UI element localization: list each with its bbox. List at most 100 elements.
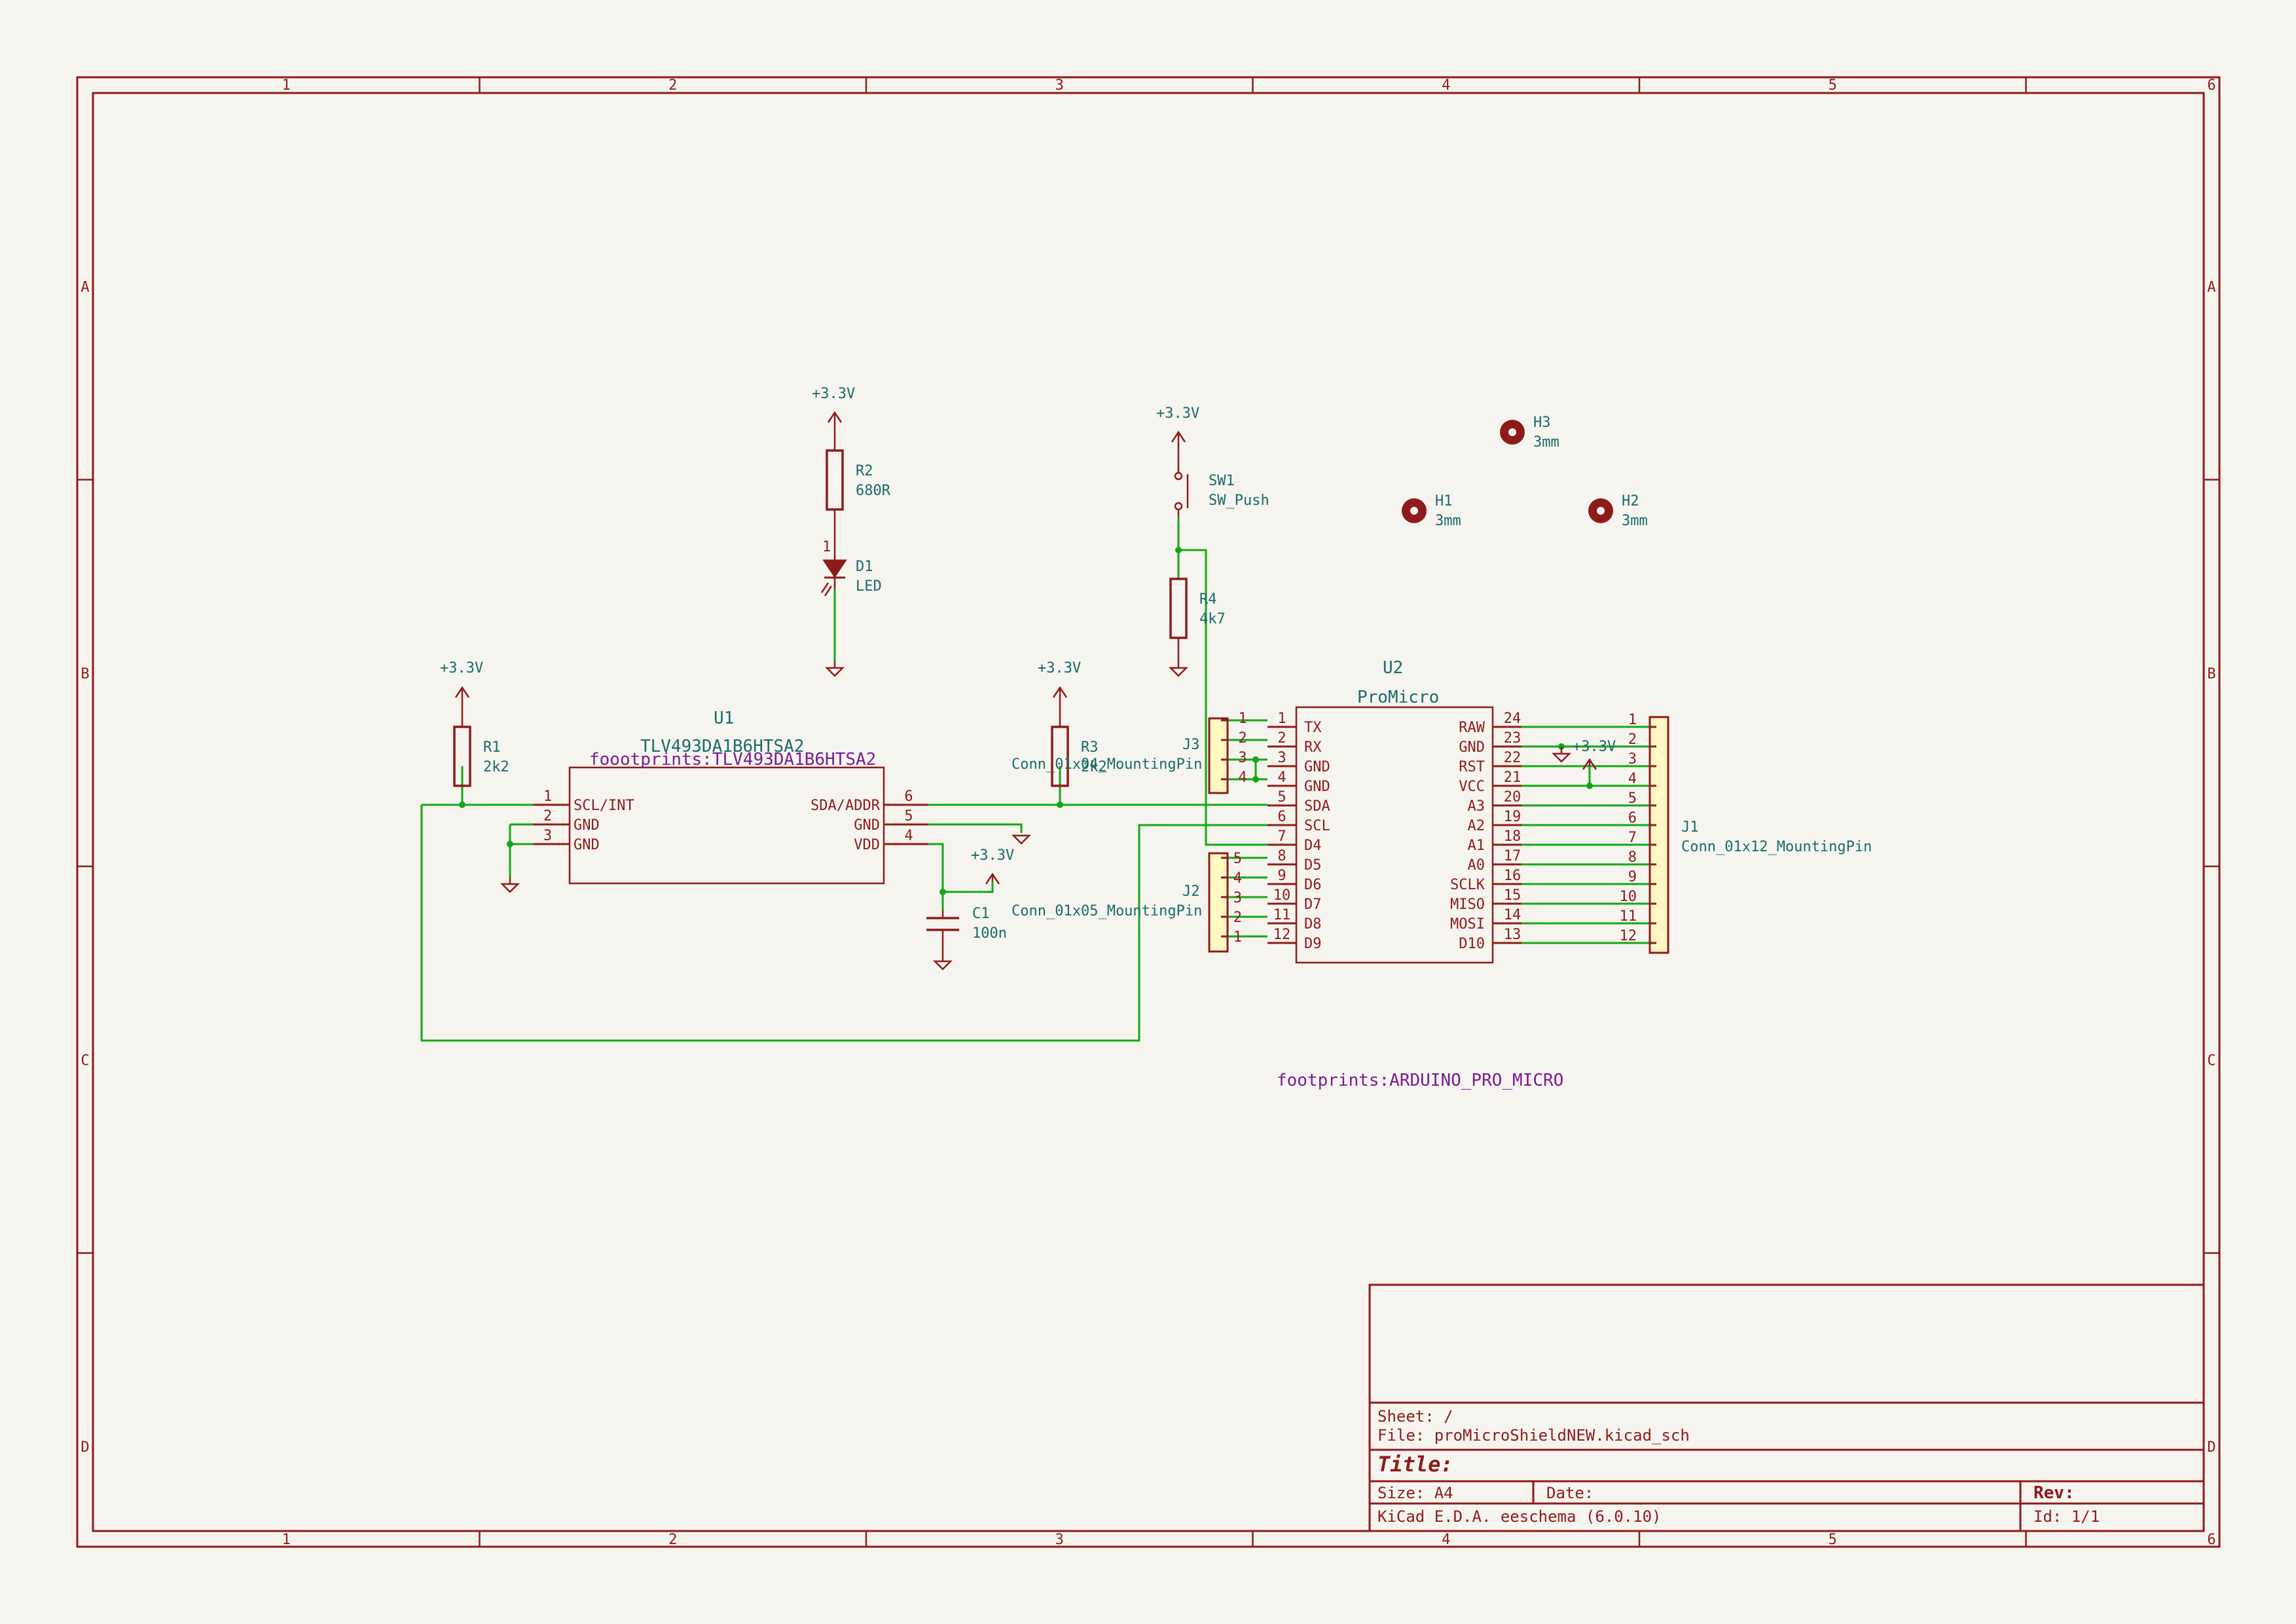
j1-pin-number: 4 (1628, 771, 1637, 787)
u1-pin-name: VDD (854, 837, 880, 853)
j1-pin-number: 2 (1628, 731, 1637, 748)
h3-ref: H3 (1533, 415, 1551, 431)
u2-pin-name: D10 (1459, 936, 1485, 952)
u2-pin-number: 20 (1504, 789, 1522, 805)
d1-value: LED (856, 578, 882, 595)
j3-ref: J3 (1182, 737, 1200, 753)
tb-tool: KiCad E.D.A. eeschema (6.0.10) (1377, 1507, 1661, 1526)
j1-pin-number: 7 (1628, 830, 1637, 846)
pwr-r2-label: +3.3V (812, 386, 855, 402)
u2-pin-name: SCL (1304, 818, 1330, 834)
gnd-u1-left (500, 883, 520, 893)
connector-j3: J3 Conn_01x04_MountingPin 12344321 (1011, 710, 1247, 794)
gnd-u2 (1551, 752, 1572, 763)
row-label-left: D (81, 1439, 89, 1456)
j1-ref: J1 (1681, 819, 1699, 836)
gnd-c1 (932, 960, 953, 970)
sw1-value: SW_Push (1209, 492, 1269, 509)
u2-pin-name: A0 (1468, 857, 1485, 874)
u2-pin-name: D5 (1304, 857, 1322, 874)
u1-pin-number: 6 (904, 788, 913, 805)
u2-value: ProMicro (1357, 688, 1439, 707)
u1-footprint: fooot​prints:TLV493DA1B6HTSA2 (589, 750, 876, 769)
u1-pin-name: GND (574, 817, 600, 834)
gnd-u1-right (1011, 834, 1032, 845)
row-label-right: C (2207, 1052, 2215, 1069)
u2-pin-number: 9 (1277, 868, 1286, 884)
j1-pin-number: 8 (1628, 849, 1637, 866)
component-sw1: SW1 SW_Push (1174, 471, 1269, 517)
j2-pin-number: 5 (1233, 851, 1242, 867)
row-label-right: B (2207, 666, 2215, 682)
col-label-bottom: 3 (1055, 1532, 1064, 1548)
j1-pin-number: 5 (1628, 790, 1637, 807)
mounting-hole-h3: H3 3mm (1500, 415, 1559, 451)
h1-ref: H1 (1435, 493, 1453, 509)
u2-pin-name: D6 (1304, 877, 1322, 893)
col-label-top: 5 (1829, 77, 1837, 94)
j1-pin-number: 10 (1620, 889, 1637, 905)
col-label-bottom: 5 (1829, 1532, 1837, 1548)
component-u1: U1 TLV493DA1B6HTSA2 fooot​prints:TLV493D… (533, 709, 928, 885)
u2-ref: U2 (1383, 658, 1403, 678)
pwr-r3-label: +3.3V (1038, 660, 1081, 676)
u2-pin-number: 2 (1277, 730, 1286, 747)
j1-pin-number: 11 (1620, 908, 1637, 925)
r2-ref: R2 (856, 463, 873, 479)
mounting-hole-h2: H2 3mm (1588, 493, 1648, 529)
h1-value: 3mm (1435, 513, 1461, 529)
component-r4: R4 4k7 (1169, 578, 1226, 661)
u2-pin-number: 16 (1504, 868, 1522, 884)
u2-pin-name: MOSI (1450, 916, 1485, 932)
u2-footprint: footprints:ARDUINO_PRO_MICRO (1277, 1071, 1563, 1090)
u2-pin-number: 15 (1504, 887, 1522, 904)
row-label-left: B (81, 666, 89, 682)
j3-pin-number: 3 (1238, 750, 1247, 766)
component-r2: R2 680R (826, 449, 891, 560)
tb-rev: Rev: (2033, 1483, 2075, 1503)
col-label-top: 3 (1055, 77, 1064, 94)
j2-pin-number: 4 (1233, 870, 1242, 887)
h2-ref: H2 (1622, 493, 1639, 509)
row-label-left: C (81, 1052, 89, 1069)
u1-pin-name: SCL/INT (574, 798, 634, 814)
u2-pin-number: 13 (1504, 927, 1522, 943)
u1-pin-number: 4 (904, 828, 913, 844)
u2-pin-name: D4 (1304, 838, 1322, 854)
tb-id: Id: 1/1 (2033, 1507, 2100, 1526)
j1-value: Conn_01x12_MountingPin (1681, 839, 1872, 855)
pwr-r1: +3.3V (440, 660, 483, 727)
u2-pin-number: 23 (1504, 730, 1522, 747)
gnd-r4 (1168, 667, 1189, 677)
j3-value: Conn_01x04_MountingPin (1011, 756, 1202, 773)
col-label-top: 4 (1442, 77, 1450, 94)
u2-pin-name: A2 (1468, 818, 1485, 834)
u2-pin-name: RX (1304, 739, 1322, 756)
mounting-hole-h1: H1 3mm (1402, 493, 1461, 529)
col-label-top: 2 (668, 77, 677, 94)
u2-pin-name: SCLK (1450, 877, 1485, 893)
pwr-u2-label: +3.3V (1573, 739, 1616, 755)
tb-sheet: Sheet: / (1377, 1407, 1453, 1426)
pwr-r2: +3.3V (812, 386, 855, 451)
col-label-top: 1 (282, 77, 291, 94)
u2-pin-number: 12 (1273, 927, 1291, 943)
u2-pin-name: SDA (1304, 798, 1330, 815)
u1-pin-name: GND (854, 817, 880, 834)
sw1-ref: SW1 (1209, 473, 1235, 489)
u2-pin-number: 11 (1273, 907, 1291, 923)
wires (420, 517, 1650, 1042)
u2-pin-name: GND (1304, 759, 1330, 775)
u2-pin-number: 21 (1504, 769, 1522, 786)
j2-pin-number: 3 (1233, 890, 1242, 906)
j2-pin-number: 1 (1233, 929, 1242, 946)
col-label-bottom: 4 (1442, 1532, 1450, 1548)
u1-pin-number: 2 (543, 808, 552, 824)
connector-j1: J1 Conn_01x12_MountingPin 12345678910111… (1620, 712, 1872, 954)
j3-pin-number: 1 (1238, 710, 1247, 727)
row-label-left: A (81, 279, 89, 295)
j1-pin-number: 6 (1628, 810, 1637, 826)
component-u2: U2 ProMicro 1TX2RX3GND4GND5SDA6SCL7D48D5… (1267, 658, 1522, 964)
u2-pin-number: 3 (1277, 750, 1286, 766)
